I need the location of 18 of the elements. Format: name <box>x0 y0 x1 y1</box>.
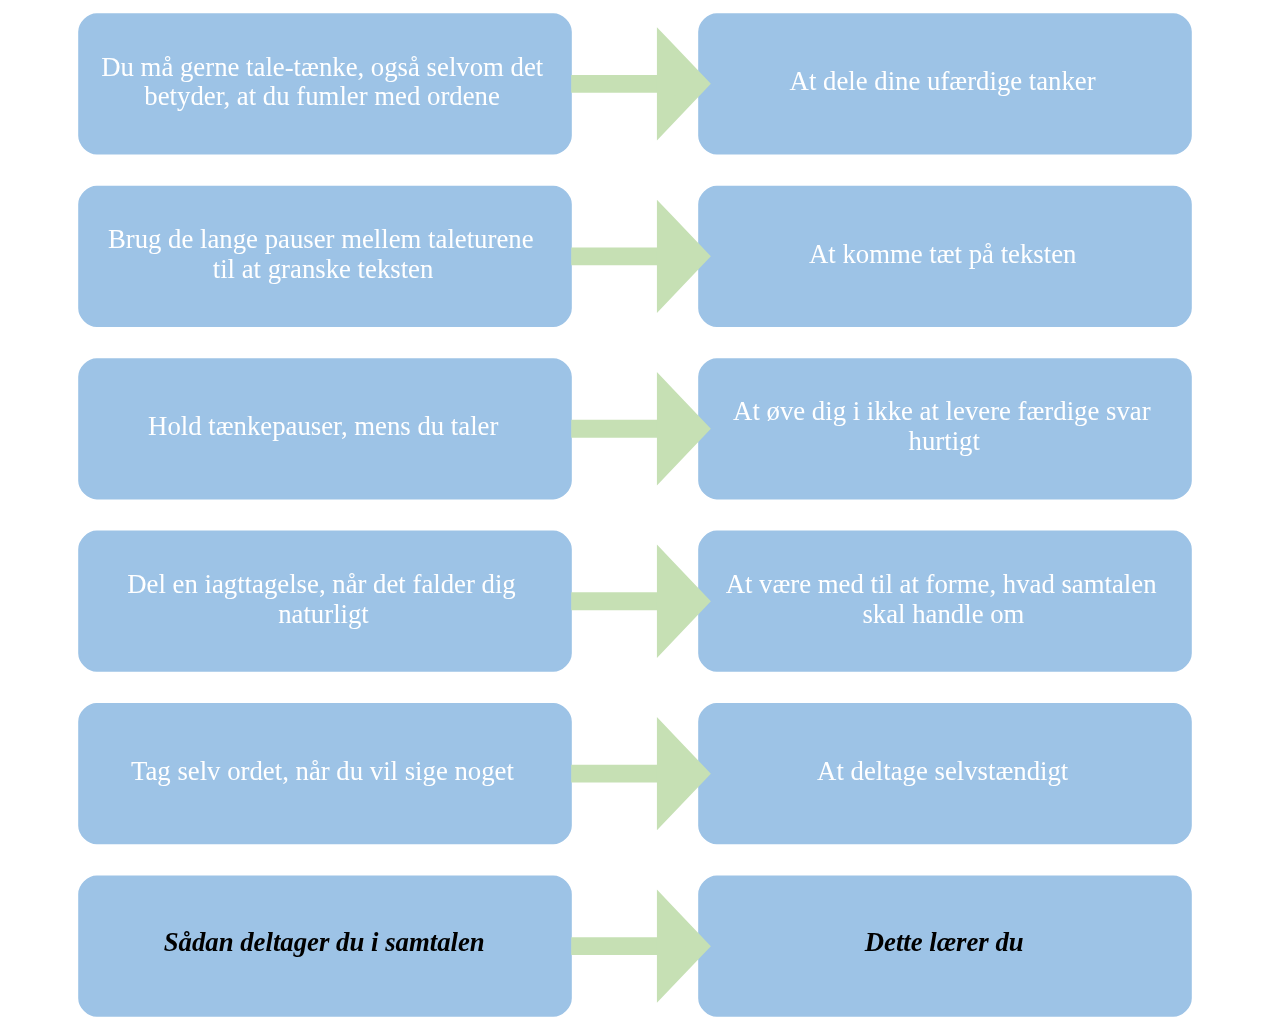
arrow <box>570 199 711 313</box>
node-box: At være med til at forme, hvad samtalen skal handle om <box>697 530 1192 672</box>
node-box: Du må gerne tale-tænke, også selvom det betyder, at du fumler med ordene <box>77 13 572 155</box>
arrow <box>570 717 711 831</box>
node-box: At øve dig i ikke at levere færdige svar hurtigt <box>697 358 1192 500</box>
node-box: Dette lærer du <box>697 875 1192 1017</box>
node-box: At deltage selvstændigt <box>697 703 1192 845</box>
arrow <box>570 889 711 1003</box>
node-box: Hold tænkepauser, mens du taler <box>77 358 572 500</box>
node-box: At dele dine ufærdige tanker <box>697 13 1192 155</box>
node-box: Sådan deltager du i samtalen <box>77 875 572 1017</box>
arrow <box>570 372 711 486</box>
node-box: Del en iagttagelse, når det falder dig naturligt <box>77 530 572 672</box>
arrow <box>570 544 711 658</box>
node-box: Tag selv ordet, når du vil sige noget <box>77 703 572 845</box>
node-box: Brug de lange pauser mellem taleturene til at granske teksten <box>77 185 572 327</box>
node-box: At komme tæt på teksten <box>697 185 1192 327</box>
arrow <box>570 27 711 141</box>
